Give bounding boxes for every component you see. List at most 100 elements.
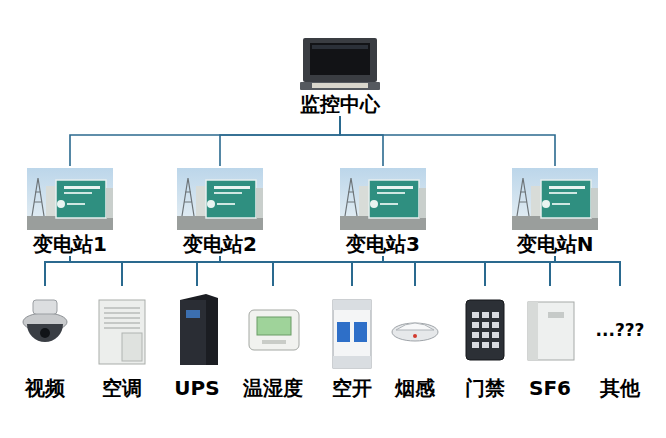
camera-dome [27,324,63,342]
bus-connector [45,256,555,286]
node-label: 变电站N [487,232,623,256]
ups-front [180,300,206,365]
sf6-cabinet [528,302,574,360]
bus-connector [340,116,555,166]
bus-connector [352,256,555,286]
bus-connector [70,256,273,286]
ac-vents [104,308,140,328]
bus-connector [70,256,485,286]
node-label: 烟感 [365,376,465,400]
bus-connector [220,256,415,286]
smoke-led [413,334,417,338]
bus-connector [122,256,383,286]
bus-connector [70,256,620,286]
bus-connector [122,256,555,286]
node-label: 变电站2 [152,232,288,256]
bus-connector [555,256,620,286]
key [482,312,489,318]
bus-connector [197,256,383,286]
device-node: 空调 [92,286,152,400]
breaker-lever [354,322,367,342]
key [492,332,499,338]
bus-connector [220,256,352,286]
bus-connector [220,116,340,166]
sensor-screen [257,317,291,335]
bus-connector [45,256,70,286]
bus-connector [122,256,220,286]
keyboard-tray [300,82,380,90]
key [472,342,479,348]
smoke-cover [396,323,434,330]
keyboard [312,83,368,88]
sf6-label-plate [548,312,564,318]
node-label: 其他 [570,376,666,400]
bus-connector [70,256,550,286]
device-node: 视频 [15,286,75,400]
device-node: ...???其他 [590,286,650,400]
device-node: 温湿度 [243,286,303,400]
key [472,332,479,338]
key [492,312,499,318]
node-label: 变电站3 [315,232,451,256]
breaker-bottom [333,356,371,368]
bus-connector [70,116,340,166]
bus-connector [70,256,352,286]
bus-connector [220,256,620,286]
substation-photo [27,168,113,230]
substation-node: 变电站1 [22,166,118,256]
sf6-side [528,302,538,360]
device-node: SF6 [520,286,580,400]
bus-connector [45,256,220,286]
camera-mount [33,300,57,314]
ac-panel [122,333,142,361]
bus-connector [383,256,550,286]
key [482,322,489,328]
substation-node: 变电站2 [172,166,268,256]
substation-node: 变电站N [507,166,603,256]
key [482,332,489,338]
node-label: 空调 [72,376,172,400]
device-node: 门禁 [455,286,515,400]
breaker-top [333,300,371,310]
device-node: UPS [167,286,227,400]
key [492,342,499,348]
bus-connector [352,256,383,286]
bus-connector [70,256,197,286]
key [472,312,479,318]
screen-bar [312,45,368,49]
camera-lens [40,328,50,338]
bus-connector [383,256,620,286]
breaker-body [333,300,371,368]
node-label: 监控中心 [273,92,407,116]
placeholder-mark: ...??? [570,320,666,340]
key [492,322,499,328]
key [472,322,479,328]
node-label: 变电站1 [2,232,138,256]
bus-connector [383,256,415,286]
bus-connector [383,256,485,286]
sensor-vent [262,340,286,344]
ac-cabinet [99,300,145,364]
node-label: SF6 [500,376,600,400]
node-label: 温湿度 [223,376,323,400]
bus-connector [70,256,122,286]
bus-connector [197,256,555,286]
breaker-lever [337,322,350,342]
bus-connector [273,256,555,286]
bus-connector [485,256,555,286]
bus-connector [340,116,383,166]
bus-connector [273,256,383,286]
device-node: 烟感 [385,286,445,400]
monitor-center: 监控中心 [293,36,387,116]
device-node: 空开 [322,286,382,400]
ups-display [186,310,200,318]
node-label: UPS [147,376,247,400]
access-panel [466,300,504,360]
bus-connector [220,256,550,286]
key [482,342,489,348]
bus-connector [220,256,273,286]
bus-connector [415,256,555,286]
